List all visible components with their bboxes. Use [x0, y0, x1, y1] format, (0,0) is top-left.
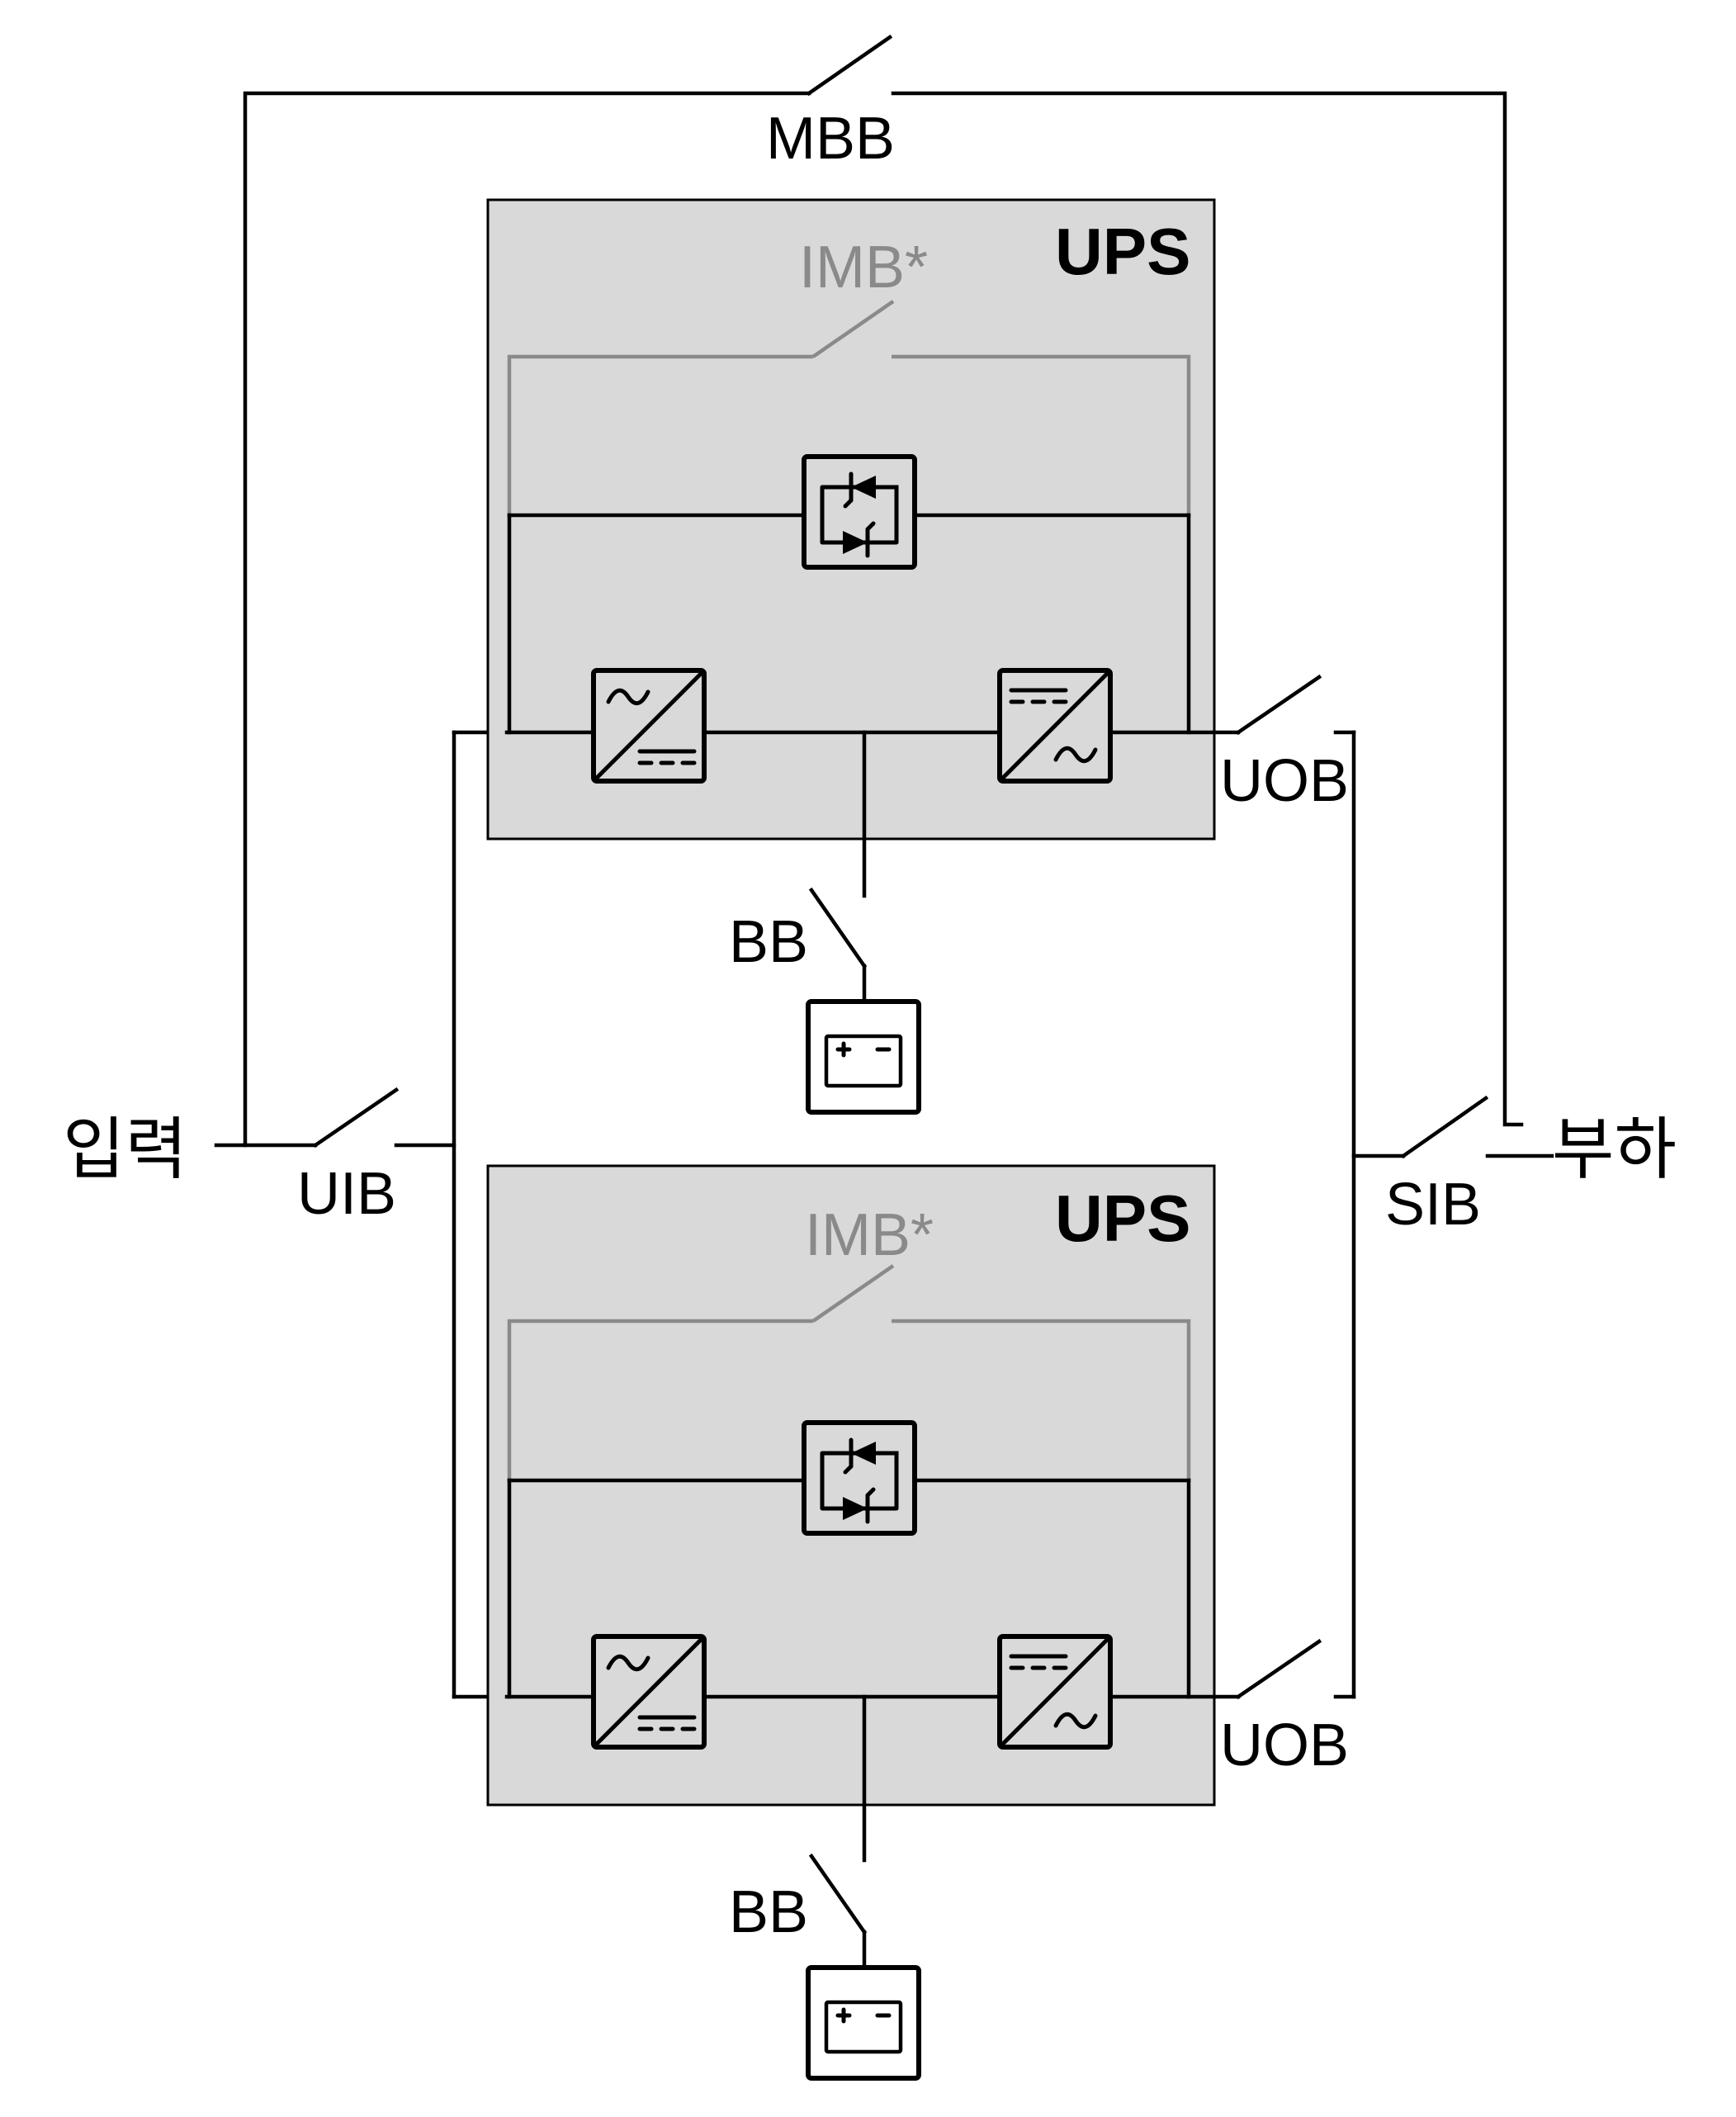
maintenance-bypass-line: [243, 91, 1524, 1148]
ups-module-top: UPS IMB*: [486, 198, 1241, 898]
inverter-icon: [1000, 670, 1110, 781]
ups-label: UPS: [1055, 1182, 1191, 1255]
static-switch-path: [507, 513, 1191, 735]
bb-breaker-bottom[interactable]: [808, 1853, 868, 1935]
battery-icon: [808, 1002, 919, 1112]
main-power-path: [504, 730, 1241, 898]
ups-module-bottom: UPS IMB*: [486, 1164, 1241, 1863]
mbb-label: MBB: [766, 106, 895, 172]
imb-label: IMB*: [799, 234, 928, 301]
input-label: 입력: [63, 1111, 187, 1189]
bb-label-bottom: BB: [729, 1879, 808, 1945]
imb-breaker[interactable]: [811, 1264, 895, 1323]
rectifier-icon: [594, 670, 704, 781]
internal-bypass-line: [507, 1319, 813, 1480]
imb-breaker[interactable]: [811, 300, 895, 358]
sib-label: SIB: [1385, 1172, 1481, 1238]
static-switch-icon: [804, 457, 915, 567]
imb-label: IMB*: [805, 1202, 934, 1268]
uob-breaker-top[interactable]: [1235, 674, 1322, 736]
battery-icon: [808, 1968, 919, 2078]
uob-breaker-bottom[interactable]: [1235, 1638, 1322, 1700]
uib-label: UIB: [297, 1161, 396, 1227]
uob-label-bottom: UOB: [1220, 1712, 1349, 1778]
input-bus: [394, 730, 509, 1699]
mbb-breaker[interactable]: [806, 34, 893, 97]
ups-label: UPS: [1055, 215, 1191, 288]
inverter-icon: [1000, 1636, 1110, 1747]
static-switch-icon: [804, 1423, 915, 1533]
uob-label-top: UOB: [1220, 748, 1349, 814]
bb-label-top: BB: [729, 909, 808, 975]
sib-breaker[interactable]: [1400, 1095, 1489, 1159]
rectifier-icon: [594, 1636, 704, 1747]
static-switch-path: [507, 1478, 1191, 1699]
uib-breaker[interactable]: [312, 1087, 400, 1148]
output-bus: [1333, 730, 1406, 1699]
internal-bypass-line: [507, 354, 813, 514]
main-power-path: [504, 1694, 1241, 1863]
load-label: 부하: [1552, 1111, 1677, 1189]
bb-breaker-top[interactable]: [808, 887, 868, 969]
